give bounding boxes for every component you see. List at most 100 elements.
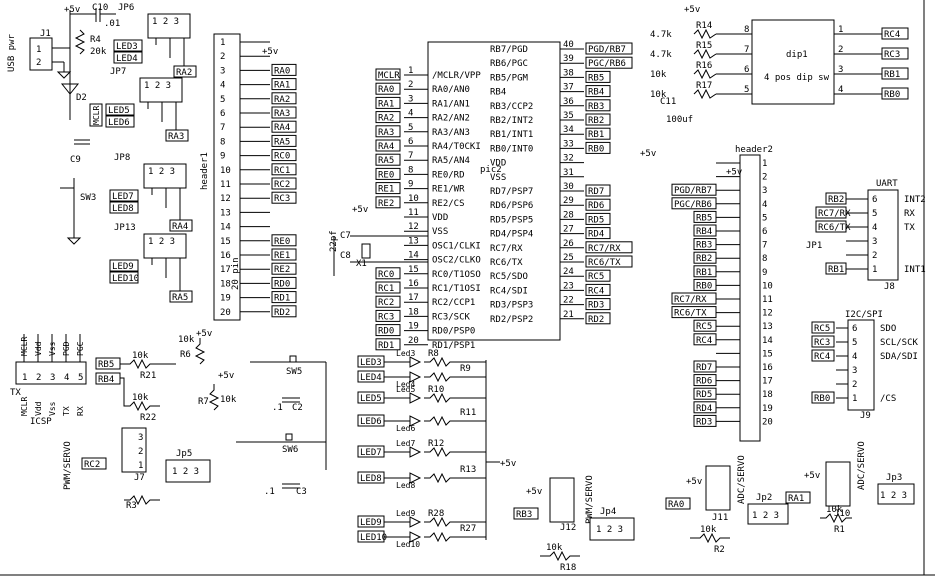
header2-net-rd6: RD6 [696,377,712,387]
rb3-tag-j12 [513,507,539,520]
icsp-side-label: MCLR [20,397,29,416]
jumper-led-net-b: LED6 [108,118,130,128]
header1-pin-number: 10 [220,166,231,176]
pic-pin-name: RC2/CCP1 [432,298,475,308]
header2-pin-number: 11 [762,295,773,305]
spi-pin-name: SDO [880,324,896,334]
pic-pin-name: OSC2/CLKO [432,256,481,266]
header2-pin-number: 2 [762,173,767,183]
jp4-body [589,517,635,541]
header2-net-rd4-tag [693,401,717,414]
led-name: Led5 [396,385,415,394]
usb-ref: J1 [40,29,51,39]
spi-pin-number: 3 [852,366,857,376]
spi-pin-name: SCL/SCK [880,338,919,348]
jp2-ref: Jp2 [756,493,772,503]
uart-net-rb2-tag [825,192,847,205]
c8-ref: C8 [340,251,351,261]
dip-pin-left: 6 [744,65,749,75]
r1-value: 10k [826,505,843,515]
jumper-ref: JP8 [114,153,130,163]
led-icon [409,371,422,383]
header2-pin-number: 17 [762,377,773,387]
led-net-led5: LED5 [360,394,382,404]
uart-ref: J8 [884,282,895,292]
header2-net-rc7rx-tag [671,292,717,305]
r22-ref: R22 [140,413,156,423]
pic-net-rc3: RC3 [378,312,394,322]
r3-ref: R3 [126,501,137,511]
jp3-ref: Jp3 [886,473,902,483]
r21-value: 10k [132,351,149,361]
pic-pin-name: RC7/RX [490,244,523,254]
jp3-pins: 1 2 3 [880,491,907,501]
pic-pin-number: 32 [563,154,574,164]
spi-net-rc4: RC4 [814,352,830,362]
jumper-ra-net: RA2 [176,68,192,78]
uart-pin-number: 3 [872,237,877,247]
mclr-text: MCLR [92,106,101,125]
spi-net-rc5: RC5 [814,324,830,334]
pic-pin-name: RD3/PSP3 [490,301,533,311]
header2-net-rb0-tag [693,278,717,291]
pic-pin-number: 25 [563,253,574,263]
header1-net-rc3-tag [271,191,297,204]
jumper-led-net-b: LED8 [112,204,134,214]
spi-ref: J9 [860,411,871,421]
pic-pin-number: 9 [408,180,413,190]
dip-net-rb0-tag [881,87,909,100]
pic-net-re2-tag [375,196,401,209]
c3-value: .1 [264,487,275,497]
j11-ref: J11 [712,513,728,523]
dip-pin-left: 5 [744,85,749,95]
header2-pin-number: 12 [762,309,773,319]
pic-net-rb4-tag [585,85,611,98]
pic-net-rd7-tag [585,184,611,197]
header1-pin-number: 16 [220,251,231,261]
header1-net-rd1: RD1 [274,294,290,304]
header1-net-re1-tag [271,248,297,261]
d2-ref: D2 [76,93,87,103]
dip-net-rc4: RC4 [884,30,900,40]
c2-ref: C2 [292,403,303,413]
pic-net-rb5-tag [585,70,611,83]
dip-res-value: 4.7k [650,50,672,60]
header1-pin-number: 4 [220,81,225,91]
header1-size: 20 pin [231,257,241,290]
jp2-body [747,503,789,525]
pic-pin-name: /MCLR/VPP [432,71,481,81]
pic-ref: pic2 [480,165,502,175]
pic-net-ra2-tag [375,111,401,124]
j12-body [549,477,575,523]
pic-pin-name: RD7/PSP7 [490,187,533,197]
pic-pin-number: 6 [408,137,413,147]
spi-net-rc5-tag [811,321,835,334]
header1-pin-number: 6 [220,109,225,119]
jumper-led-net-a-tag [109,259,139,272]
header2-net-rb5-tag [693,210,717,223]
uart-title: UART [876,179,898,189]
pic-pin-name: VDD [432,213,448,223]
jumper-ra-net-tag [173,65,197,78]
led-icon [409,472,422,484]
r7-value: 10k [220,395,237,405]
header1-net-rc1-tag [271,163,297,176]
header2-net-rd3: RD3 [696,417,712,427]
jp5-pins: 1 2 3 [172,467,199,477]
header1-net-re0: RE0 [274,237,290,247]
header1-net-ra1-tag [271,78,297,91]
pic-net-rd3-tag [585,298,611,311]
header1-ref: header1 [200,152,210,190]
icsp-body [15,361,87,385]
pic-pin-number: 38 [563,68,574,78]
spi-pin-number: 4 [852,352,857,362]
pic-net-pgdrb7-tag [585,42,633,55]
pic-pin-name: RE1/WR [432,185,465,195]
j10-body [825,461,851,507]
dip-net-rb1: RB1 [884,70,900,80]
led-name: Led10 [396,540,420,549]
